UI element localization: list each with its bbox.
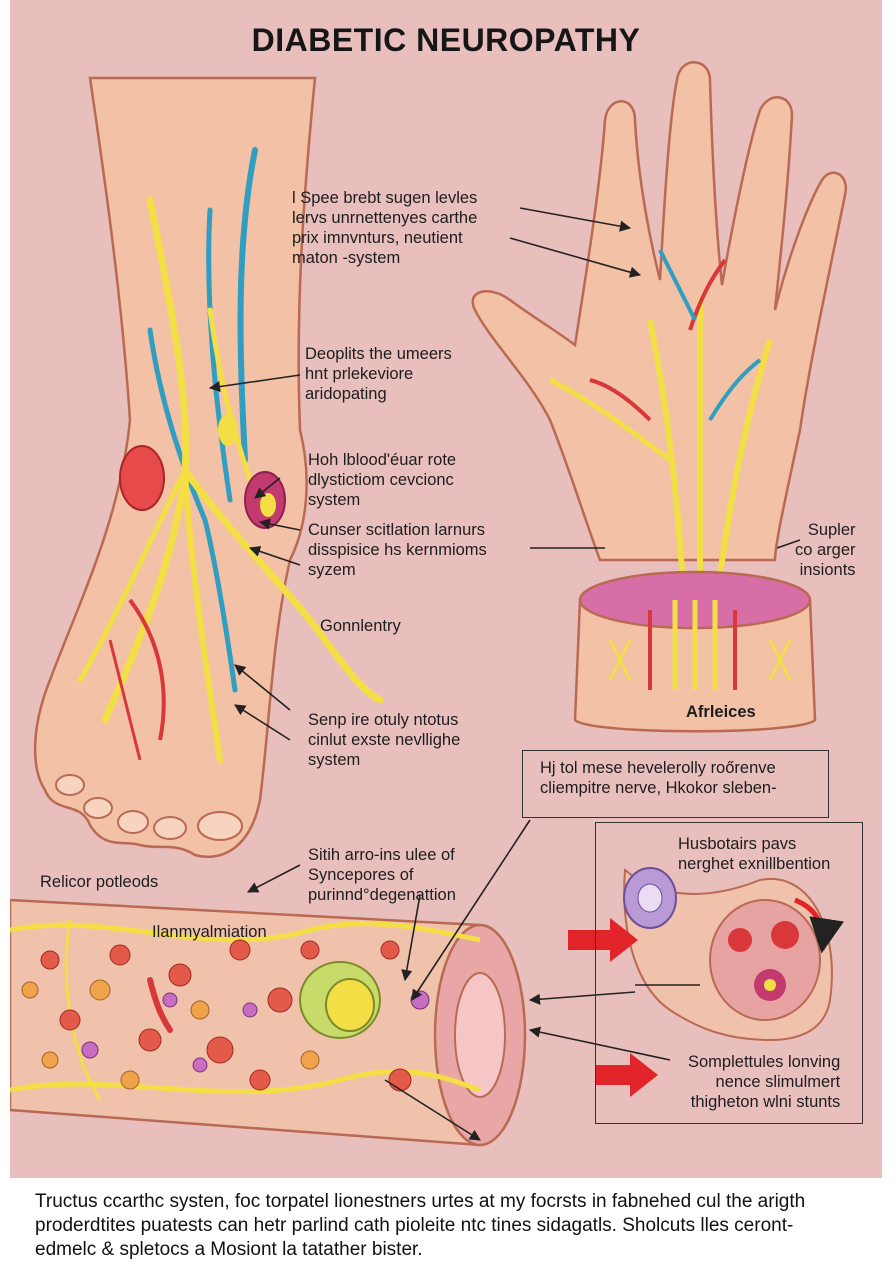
toe-nail [153,816,187,840]
label-gonnlentry: Gonnlentry [320,617,401,635]
label-arteries: Afrleices [686,703,756,721]
hand-illustration [471,61,848,733]
footer-line: Tructus ccarthc systen, foc torpatel lio… [35,1191,806,1212]
label-somple: Somplettules lonving nence slimulmert th… [688,1053,841,1111]
toe-nail [117,810,149,834]
label-inflammation: Ilanmyalmiation [152,923,267,941]
footer-line: proderdtites puatests can hetr parlind c… [35,1215,794,1236]
label-senp: Senp ire otuly ntotus cinlut exste nevll… [308,711,461,769]
inset-box [595,822,863,1124]
callout-box [522,750,829,818]
nerve-tube-illustration [10,898,527,1147]
label-deoplits: Deoplits the umeers hnt prlekeviore arid… [305,345,452,403]
label-blood: Hoh lblood'éuar rote dlystictiom cevcion… [308,451,457,509]
footer-line: edmelc & spletocs a Mosiont la tatather … [35,1239,423,1260]
plain-lines [530,539,801,986]
red-arrow [595,1053,658,1097]
inset-illustration [568,867,844,1097]
label-supler: Supler co arger insionts [795,521,856,579]
foot-illustration [33,76,384,859]
illustration [10,61,848,1147]
label-husbotairs: Husbotairs pavs nerghet exnillbention [678,835,831,873]
label-hj-box: Hj tol mese hevelerolly roőrenve cliempi… [540,759,777,797]
label-hand-top: l Spee brebt sugen levles lervs unrnette… [292,189,478,267]
ulcer [119,445,165,511]
diagram-poster: DIABETIC NEUROPATHY [10,0,882,1178]
footer-caption: Tructus ccarthc systen, foc torpatel lio… [0,1178,896,1280]
label-cunser: Cunser scitlation larnurs disspisice hs … [308,521,487,579]
toe-nail [55,774,85,796]
label-relicor: Relicor potleods [40,873,159,891]
toe-nail [197,811,243,841]
red-arrow [568,918,638,962]
label-sitih: Sitih arro-ins ulee of Syncepores of pur… [308,846,456,904]
toe-nail [83,797,113,819]
diagram-title: DIABETIC NEUROPATHY [251,22,641,58]
pointer-lines [208,207,671,1141]
